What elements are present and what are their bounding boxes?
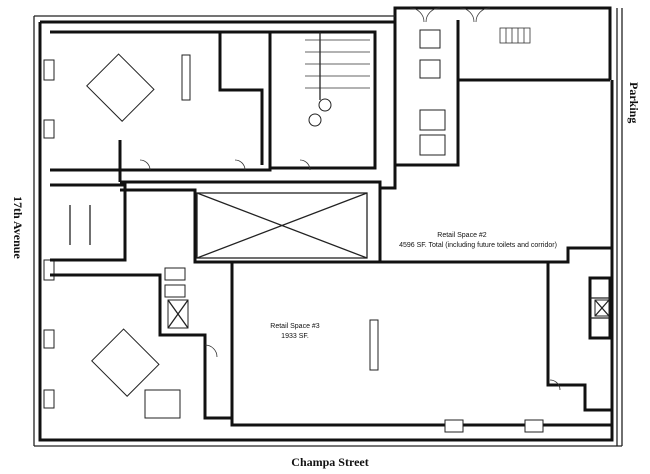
space-labels: Retail Space #2 4596 SF. Total (includin… bbox=[270, 232, 557, 340]
street-label: Champa Street bbox=[291, 455, 368, 469]
retail-space-2-name: Retail Space #2 bbox=[437, 232, 487, 239]
atrium bbox=[196, 192, 368, 259]
exterior-walls bbox=[33, 6, 623, 447]
avenue-label: 17th Avenue bbox=[11, 196, 25, 259]
retail-space-2-area: 4596 SF. Total (including future toilets… bbox=[399, 242, 557, 249]
fixtures bbox=[86, 27, 610, 433]
retail-space-3-name: Retail Space #3 bbox=[270, 323, 320, 330]
interior-walls bbox=[50, 20, 612, 427]
street-labels: Parking 17th Avenue Champa Street bbox=[11, 82, 641, 469]
parking-label: Parking bbox=[627, 82, 641, 123]
west-bays bbox=[43, 59, 55, 409]
doors bbox=[139, 7, 561, 391]
retail-space-3-area: 1933 SF. bbox=[281, 333, 309, 340]
